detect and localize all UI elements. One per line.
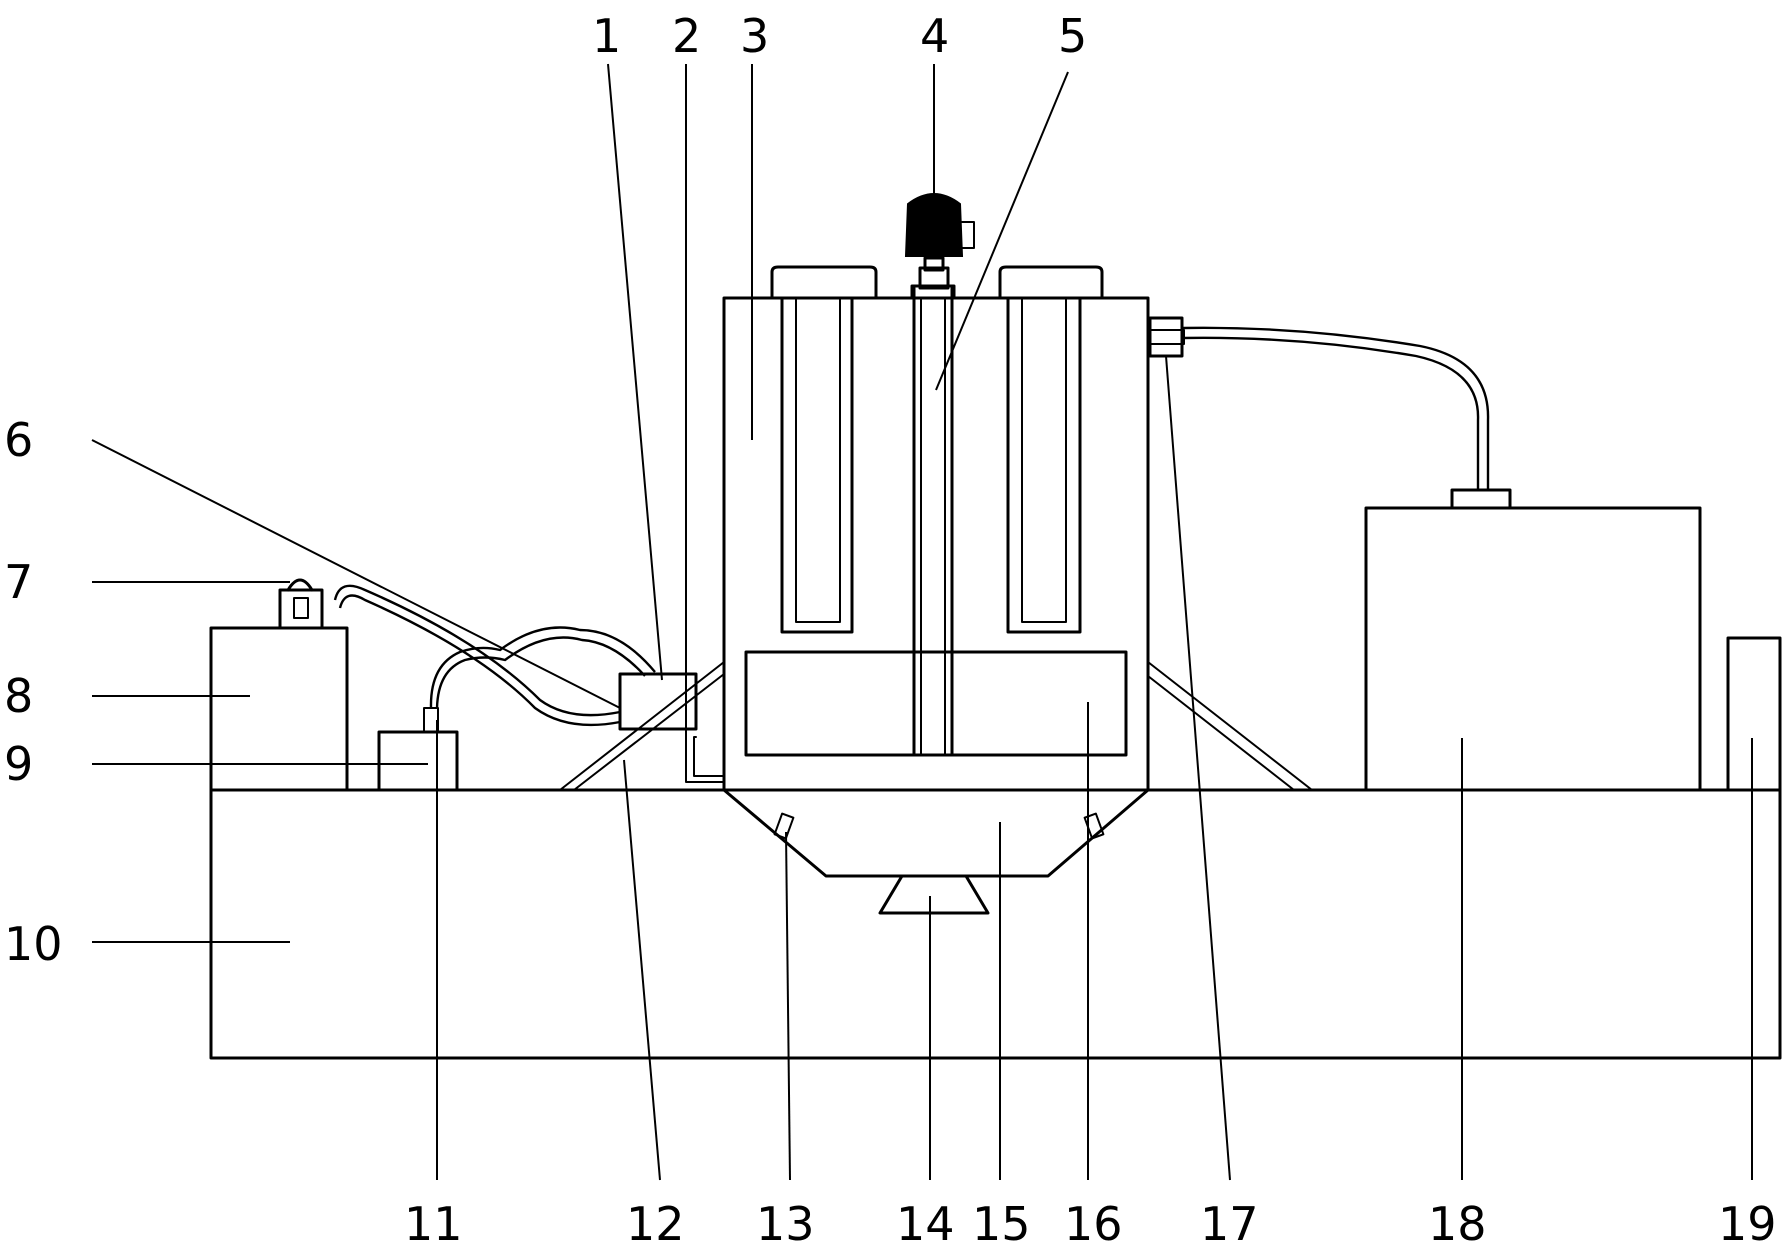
label-18: 18 — [1428, 1197, 1487, 1251]
label-2: 2 — [672, 9, 701, 63]
support-leg-right — [1147, 661, 1313, 791]
label-4: 4 — [920, 9, 949, 63]
smallbox-pipe — [429, 626, 656, 709]
left-electrode — [780, 296, 854, 634]
label-11: 11 — [404, 1197, 463, 1251]
right-electrode — [1006, 296, 1082, 634]
label-1: 1 — [592, 9, 621, 63]
base-platform — [209, 788, 1782, 1060]
funnel-outlet — [878, 874, 990, 915]
side-panel — [1726, 636, 1782, 792]
label-15: 15 — [972, 1197, 1031, 1251]
side-connector — [1148, 316, 1184, 358]
small-box — [377, 730, 459, 792]
bent-tube — [685, 728, 725, 783]
leader-lines — [91, 63, 1753, 1181]
lid-right — [998, 265, 1104, 300]
label-19: 19 — [1718, 1197, 1777, 1251]
central-shaft — [910, 284, 956, 757]
main-tank — [722, 296, 1150, 792]
right-tank-cap — [1450, 488, 1512, 510]
label-13: 13 — [756, 1197, 815, 1251]
label-10: 10 — [4, 917, 63, 971]
label-12: 12 — [626, 1197, 685, 1251]
motor — [904, 193, 975, 290]
inner-platform — [744, 650, 1128, 757]
pump-outlet-pipe — [333, 584, 621, 717]
label-6: 6 — [4, 413, 33, 467]
label-14: 14 — [896, 1197, 955, 1251]
label-16: 16 — [1064, 1197, 1123, 1251]
hose-to-tank — [1181, 326, 1490, 490]
left-tank — [209, 626, 349, 792]
small-box-connector — [423, 707, 439, 733]
lid-left — [770, 265, 878, 300]
label-17: 17 — [1200, 1197, 1259, 1251]
right-tank — [1364, 506, 1702, 792]
label-3: 3 — [740, 9, 769, 63]
nozzle-left — [773, 812, 795, 840]
pump — [274, 578, 330, 630]
label-7: 7 — [4, 555, 33, 609]
label-5: 5 — [1058, 9, 1087, 63]
label-8: 8 — [4, 669, 33, 723]
label-9: 9 — [4, 737, 33, 791]
support-leg-left — [559, 661, 725, 791]
connector-block — [618, 672, 698, 731]
